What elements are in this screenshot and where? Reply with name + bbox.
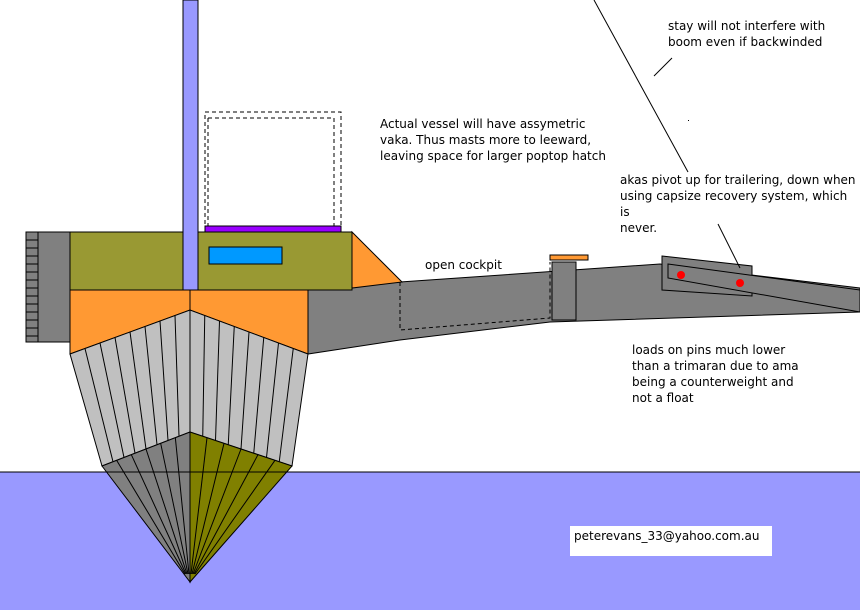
hull-plank-line bbox=[266, 342, 279, 458]
hull-plank-line bbox=[174, 315, 180, 437]
keel-plank-line bbox=[116, 460, 186, 575]
stay-note: stay will not interfere with boom even i… bbox=[668, 19, 826, 49]
hull-plank-line bbox=[159, 320, 169, 441]
cockpit-outline bbox=[399, 262, 551, 331]
stray-dot bbox=[688, 120, 689, 121]
hull-plank-line bbox=[253, 337, 265, 454]
mast bbox=[182, 0, 199, 291]
hull-plank-line bbox=[114, 337, 136, 454]
hull-plank-line bbox=[99, 342, 125, 458]
hull-plank-line bbox=[278, 348, 294, 462]
post-cap bbox=[549, 254, 589, 261]
stern-steps bbox=[26, 232, 39, 342]
hull-plank-line bbox=[215, 320, 220, 441]
keel-plank-line bbox=[174, 437, 190, 575]
keel-plank-line bbox=[130, 454, 187, 575]
author-email: peterevans_33@yahoo.com.au bbox=[574, 529, 760, 543]
open-cockpit-label: open cockpit bbox=[425, 258, 502, 272]
keel-plank-line bbox=[145, 448, 188, 575]
hull-plank-line bbox=[240, 331, 250, 450]
poptop-hatch bbox=[204, 225, 342, 233]
pivot-pin bbox=[677, 271, 685, 279]
akas-pivot-note: akas pivot up for trailering, down when … bbox=[620, 173, 856, 235]
hull-plank-line bbox=[84, 348, 114, 462]
stay-line bbox=[593, 0, 689, 173]
hull-plank-line bbox=[144, 326, 158, 445]
hull-plank-line bbox=[202, 315, 206, 437]
hull-plank-line bbox=[129, 331, 147, 450]
keel-plank-line bbox=[194, 460, 276, 575]
keel-plank-line bbox=[160, 443, 189, 575]
akas-pointer-line bbox=[717, 223, 741, 269]
hull-plank-line bbox=[227, 326, 235, 445]
pivot-pin bbox=[736, 279, 744, 287]
cockpit-post bbox=[551, 261, 577, 321]
cabin-bevel bbox=[351, 230, 404, 289]
keel-plank-line bbox=[190, 437, 208, 575]
keel-plank-line bbox=[191, 443, 225, 575]
stern-block bbox=[25, 231, 71, 343]
email-box: peterevans_33@yahoo.com.au bbox=[570, 526, 772, 556]
cabin-window bbox=[208, 246, 283, 265]
stay-pointer-line bbox=[653, 57, 673, 77]
hull-planking bbox=[84, 315, 294, 462]
loads-on-pins-note: loads on pins much lower than a trimaran… bbox=[632, 343, 799, 405]
asymmetric-vaka-note: Actual vessel will have assymetric vaka.… bbox=[380, 117, 606, 163]
keel-plank-line bbox=[192, 448, 242, 575]
keel-planking bbox=[116, 437, 276, 575]
poptop-outline bbox=[204, 111, 342, 229]
pivoting-aka-arm bbox=[667, 263, 860, 313]
keel-plank-line bbox=[193, 454, 259, 575]
